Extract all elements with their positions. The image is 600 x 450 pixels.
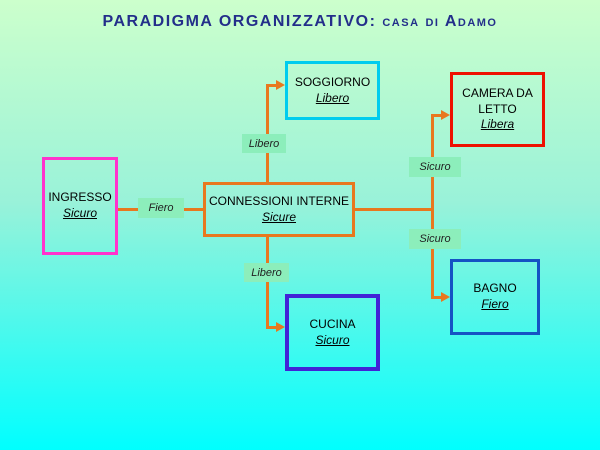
node-cucina-status: Sicuro: [315, 332, 350, 347]
title-sub: casa di Adamo: [382, 13, 498, 30]
node-camera-name: CAMERA DA LETTO: [462, 86, 533, 116]
edge-label-sicuro-bagno: Sicuro: [409, 229, 461, 249]
connector-center-to-cucina-vertical: [266, 237, 269, 329]
node-cucina-name: CUCINA: [309, 316, 356, 331]
node-camera-status: Libera: [480, 117, 515, 132]
node-connessioni-name: CONNESSIONI INTERNE: [208, 193, 349, 208]
slide-title: PARADIGMA ORGANIZZATIVO: casa di Adamo: [0, 13, 600, 31]
connector-center-to-cucina-horizontal: [266, 326, 278, 329]
node-soggiorno: SOGGIORNO Libero: [285, 61, 380, 120]
arrowhead-camera-da-letto: [441, 110, 450, 120]
node-bagno: BAGNO Fiero: [450, 259, 540, 335]
connector-to-bagno-horizontal: [431, 296, 443, 299]
node-cucina: CUCINA Sicuro: [285, 294, 380, 371]
edge-label-libero-soggiorno: Libero: [242, 134, 286, 153]
node-ingresso-name: INGRESSO: [48, 190, 112, 205]
node-connessioni-interne: CONNESSIONI INTERNE Sicure: [203, 182, 355, 237]
node-camera-da-letto: CAMERA DA LETTO Libera: [450, 72, 545, 147]
connector-center-to-soggiorno-vertical: [266, 84, 269, 183]
connector-right-branch-vertical: [431, 114, 434, 299]
connector-to-camera-horizontal: [431, 114, 443, 117]
connector-center-to-soggiorno-horizontal: [266, 84, 278, 87]
node-ingresso: INGRESSO Sicuro: [42, 157, 118, 255]
edge-label-fiero-ingresso: Fiero: [138, 198, 184, 218]
connector-center-to-right-branch: [355, 208, 434, 211]
node-ingresso-status: Sicuro: [62, 206, 97, 220]
node-connessioni-status: Sicure: [261, 209, 296, 224]
edge-label-libero-cucina: Libero: [244, 263, 289, 282]
arrowhead-cucina: [276, 322, 285, 332]
arrowhead-bagno: [441, 292, 450, 302]
node-bagno-name: BAGNO: [473, 281, 517, 296]
node-bagno-status: Fiero: [481, 297, 509, 311]
node-soggiorno-status: Libero: [315, 90, 350, 105]
edge-label-sicuro-camera: Sicuro: [409, 157, 461, 177]
node-soggiorno-name: SOGGIORNO: [294, 74, 371, 89]
title-main: PARADIGMA ORGANIZZATIVO:: [102, 13, 377, 30]
arrowhead-soggiorno: [276, 80, 285, 90]
